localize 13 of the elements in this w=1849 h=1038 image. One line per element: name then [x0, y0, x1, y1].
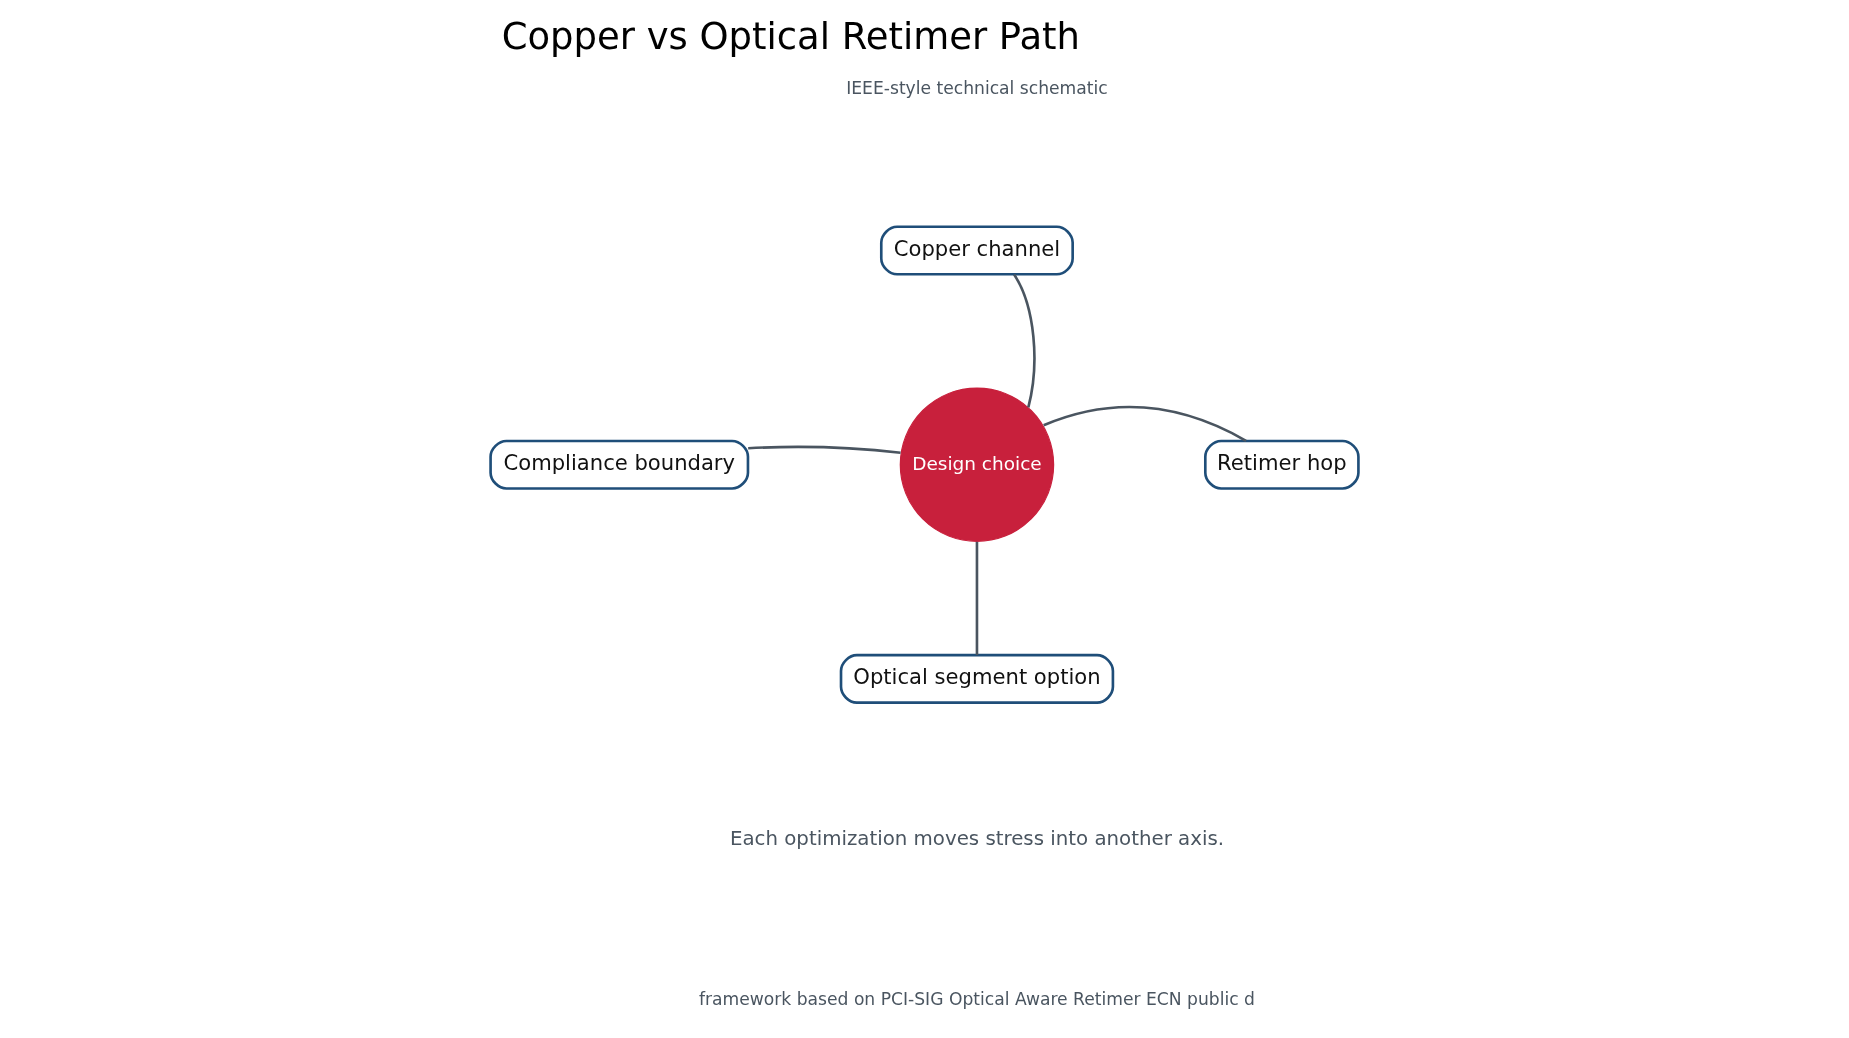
- label: framework based on PCI-SIG Optical Aware Retimer ECN public d: [698, 988, 1255, 1009]
- connector: [1043, 405, 1247, 442]
- connector: [975, 541, 979, 655]
- label: IEEE-style technical schematic: [846, 77, 1108, 98]
- label: Each optimization moves stress into another axis.: [729, 826, 1225, 850]
- diagram-title: Copper vs Optical Retimer Path: [501, 14, 1080, 58]
- node-box: Optical segment option: [839, 653, 1115, 704]
- connector: [748, 445, 901, 454]
- node-box: Compliance boundary: [489, 439, 750, 490]
- node-box: Copper channel: [879, 224, 1074, 276]
- node-circle: Design choice: [899, 386, 1055, 542]
- connector: [1013, 273, 1036, 408]
- node-box: Retimer hop: [1204, 439, 1360, 490]
